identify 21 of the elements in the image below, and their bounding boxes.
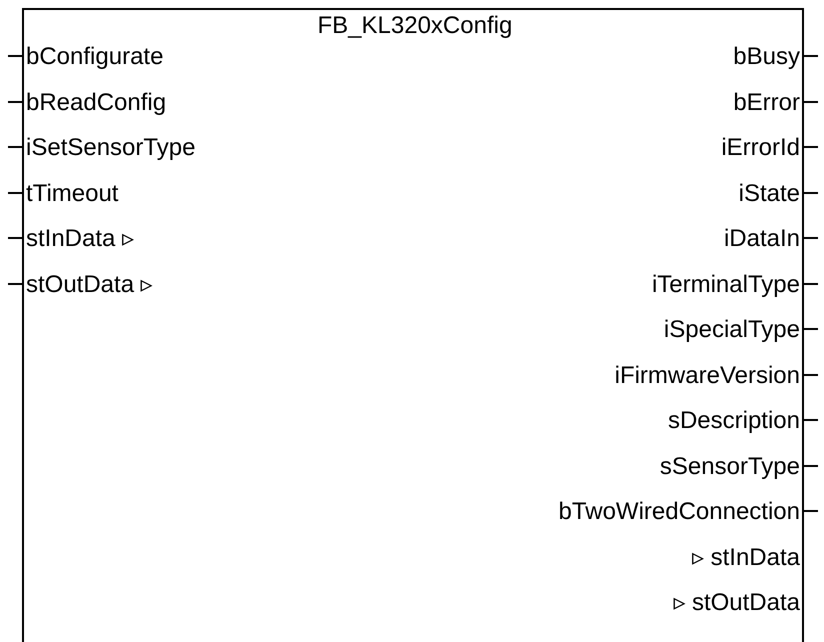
function-block xyxy=(22,8,804,642)
pin-name: bReadConfig xyxy=(26,88,166,116)
pin-name: bBusy xyxy=(733,43,800,71)
pin-name: sSensorType xyxy=(660,452,800,480)
pin-name: iState xyxy=(738,180,800,208)
pin-name: bTwoWiredConnection xyxy=(558,498,800,526)
pin-name: iDataIn xyxy=(724,225,800,253)
pin-name: sDescription xyxy=(668,407,800,435)
pin-name: iErrorId xyxy=(721,134,800,162)
pin-name: ▹ stOutData xyxy=(673,589,800,617)
pin-name: bConfigurate xyxy=(26,43,164,71)
pin-name: iFirmwareVersion xyxy=(614,362,800,390)
pin-name: iTerminalType xyxy=(652,270,800,298)
pin-name: tTimeout xyxy=(26,180,118,208)
block-title: FB_KL320xConfig xyxy=(318,12,512,40)
pin-name: ▹ stInData xyxy=(692,544,800,572)
pin-name: stInData ▹ xyxy=(26,225,134,253)
pin-name: iSpecialType xyxy=(664,316,800,344)
pin-name: iSetSensorType xyxy=(26,134,196,162)
pin-name: bError xyxy=(733,88,800,116)
pin-name: stOutData ▹ xyxy=(26,270,153,298)
